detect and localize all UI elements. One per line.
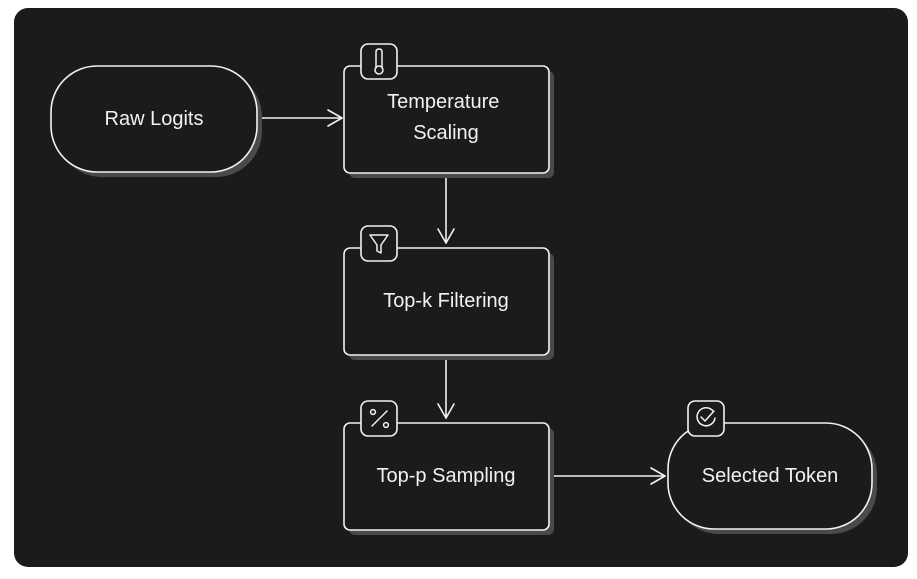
edge-top-p-to-selected-token xyxy=(550,467,666,485)
node-label-selected-token: Selected Token xyxy=(702,465,838,487)
node-selected-token[interactable]: Selected Token xyxy=(667,400,877,534)
node-top-k-filtering[interactable]: Top-k Filtering xyxy=(343,225,554,360)
edge-raw-logits-to-temperature xyxy=(257,109,343,127)
node-label-temperature-line2: Scaling xyxy=(413,122,479,144)
check-circle-icon xyxy=(687,400,725,437)
node-label-raw-logits: Raw Logits xyxy=(105,108,204,130)
node-label-temperature-line1: Temperature xyxy=(387,91,499,113)
edge-temperature-to-top-k xyxy=(437,175,455,244)
node-raw-logits[interactable]: Raw Logits xyxy=(50,65,262,177)
edge-top-k-to-top-p xyxy=(437,357,455,419)
percent-icon xyxy=(360,400,398,437)
filter-icon xyxy=(360,225,398,262)
node-label-top-p-sampling: Top-p Sampling xyxy=(377,465,516,487)
node-label-temperature-scaling: Temperature Scaling xyxy=(387,91,505,144)
node-label-top-k-filtering: Top-k Filtering xyxy=(383,290,509,312)
node-top-p-sampling[interactable]: Top-p Sampling xyxy=(343,400,554,535)
thermometer-icon xyxy=(360,43,398,80)
node-temperature-scaling[interactable]: Temperature Scaling xyxy=(343,43,554,178)
